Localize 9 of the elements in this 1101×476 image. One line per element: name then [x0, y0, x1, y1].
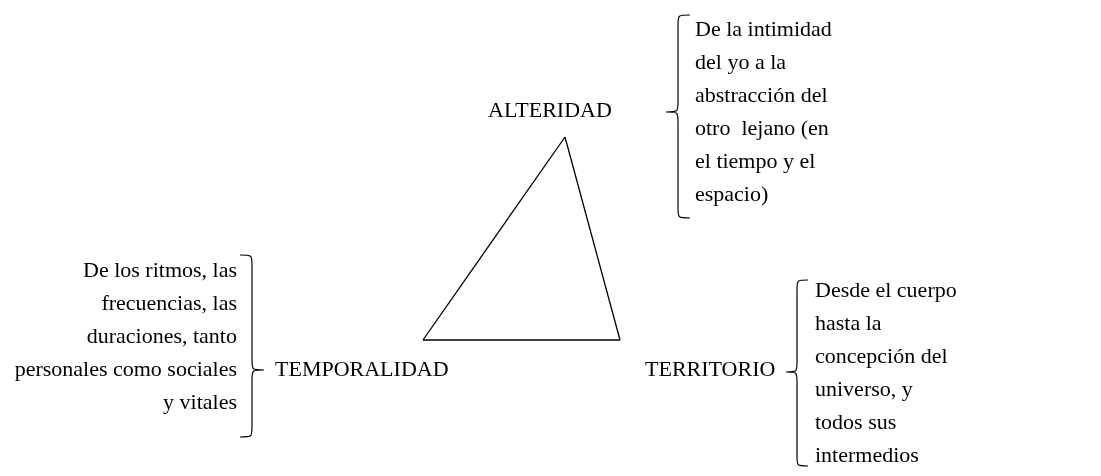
concept-label: ALTERIDAD	[488, 93, 612, 126]
concept-label: TEMPORALIDAD	[275, 352, 449, 385]
triangle-side-line	[422, 339, 621, 341]
triangle-side-line	[564, 136, 621, 341]
description-text: Desde el cuerpo hasta la concepción del universo, y todos sus intermedios	[815, 276, 958, 469]
triangle-side-line	[422, 136, 566, 341]
concept-label: TERRITORIO	[645, 352, 776, 385]
description-text: De la intimidad del yo a la abstracción del otro lejano (en el tiempo y el espacio)	[695, 15, 833, 208]
description-text: De los ritmos, las frecuencias, las duraciones, tanto personales como sociales y vitales	[13, 256, 237, 416]
